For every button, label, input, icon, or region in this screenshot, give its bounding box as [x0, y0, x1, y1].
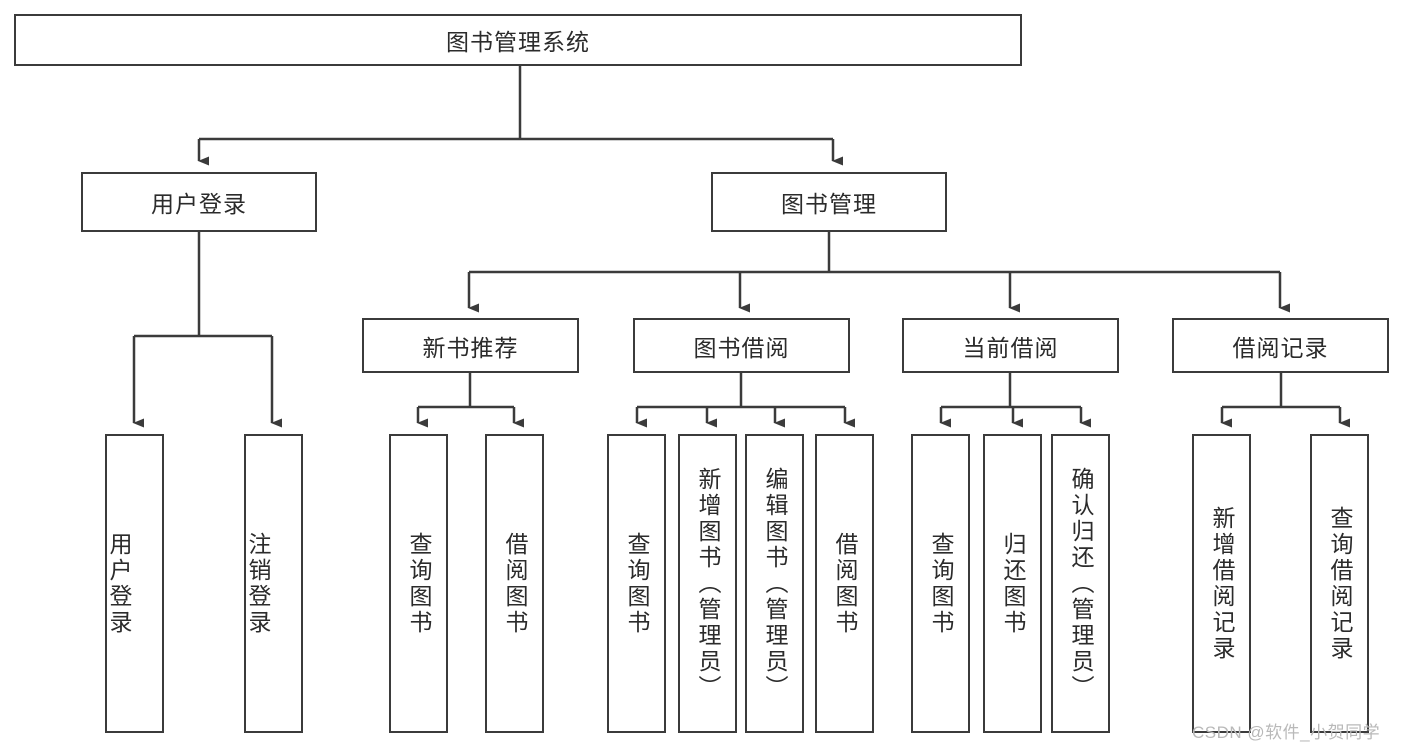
leaf-add-book-admin[interactable]: 新增图书（管理员）	[678, 434, 737, 733]
leaf-confirm-return-admin[interactable]: 确认归还（管理员）	[1051, 434, 1110, 733]
leaf-query-book-nbr-label: 查询图书	[406, 531, 432, 636]
node-book-borrow[interactable]: 图书借阅	[633, 318, 850, 373]
leaf-logout[interactable]: 注销登录	[244, 434, 303, 733]
leaf-user-login-label: 用户登录	[106, 531, 132, 636]
leaf-edit-book-admin-label: 编辑图书（管理员）	[762, 466, 788, 701]
leaf-borrow-book-nbr-label: 借阅图书	[502, 531, 528, 636]
node-current-borrow[interactable]: 当前借阅	[902, 318, 1119, 373]
node-borrow-record-label: 借阅记录	[1232, 334, 1329, 361]
leaf-borrow-book-bb-label: 借阅图书	[832, 531, 858, 636]
node-user-login[interactable]: 用户登录	[81, 172, 317, 232]
node-root[interactable]: 图书管理系统	[14, 14, 1022, 66]
node-book-management[interactable]: 图书管理	[711, 172, 947, 232]
leaf-confirm-return-admin-label: 确认归还（管理员）	[1068, 466, 1094, 701]
leaf-return-book-label: 归还图书	[1000, 531, 1026, 636]
node-user-login-label: 用户登录	[151, 191, 247, 217]
node-borrow-record[interactable]: 借阅记录	[1172, 318, 1389, 373]
leaf-query-borrow-record-label: 查询借阅记录	[1327, 505, 1353, 662]
leaf-user-login[interactable]: 用户登录	[105, 434, 164, 733]
leaf-add-book-admin-label: 新增图书（管理员）	[695, 466, 721, 701]
leaf-query-book-bb[interactable]: 查询图书	[607, 434, 666, 733]
leaf-return-book[interactable]: 归还图书	[983, 434, 1042, 733]
leaf-query-borrow-record[interactable]: 查询借阅记录	[1310, 434, 1369, 733]
leaf-borrow-book-bb[interactable]: 借阅图书	[815, 434, 874, 733]
watermark: CSDN @软件_小贺同学	[1192, 723, 1381, 742]
node-root-label: 图书管理系统	[446, 29, 590, 55]
leaf-add-borrow-record[interactable]: 新增借阅记录	[1192, 434, 1251, 733]
node-book-management-label: 图书管理	[781, 191, 877, 217]
leaf-query-book-bb-label: 查询图书	[624, 531, 650, 636]
node-new-book-recommend[interactable]: 新书推荐	[362, 318, 579, 373]
leaf-query-book-cb-label: 查询图书	[928, 531, 954, 636]
node-current-borrow-label: 当前借阅	[962, 334, 1059, 361]
node-book-borrow-label: 图书借阅	[693, 334, 790, 361]
node-new-book-recommend-label: 新书推荐	[422, 334, 519, 361]
leaf-query-book-cb[interactable]: 查询图书	[911, 434, 970, 733]
leaf-add-borrow-record-label: 新增借阅记录	[1209, 505, 1235, 662]
leaf-borrow-book-nbr[interactable]: 借阅图书	[485, 434, 544, 733]
leaf-query-book-nbr[interactable]: 查询图书	[389, 434, 448, 733]
leaf-edit-book-admin[interactable]: 编辑图书（管理员）	[745, 434, 804, 733]
leaf-logout-label: 注销登录	[245, 531, 271, 636]
